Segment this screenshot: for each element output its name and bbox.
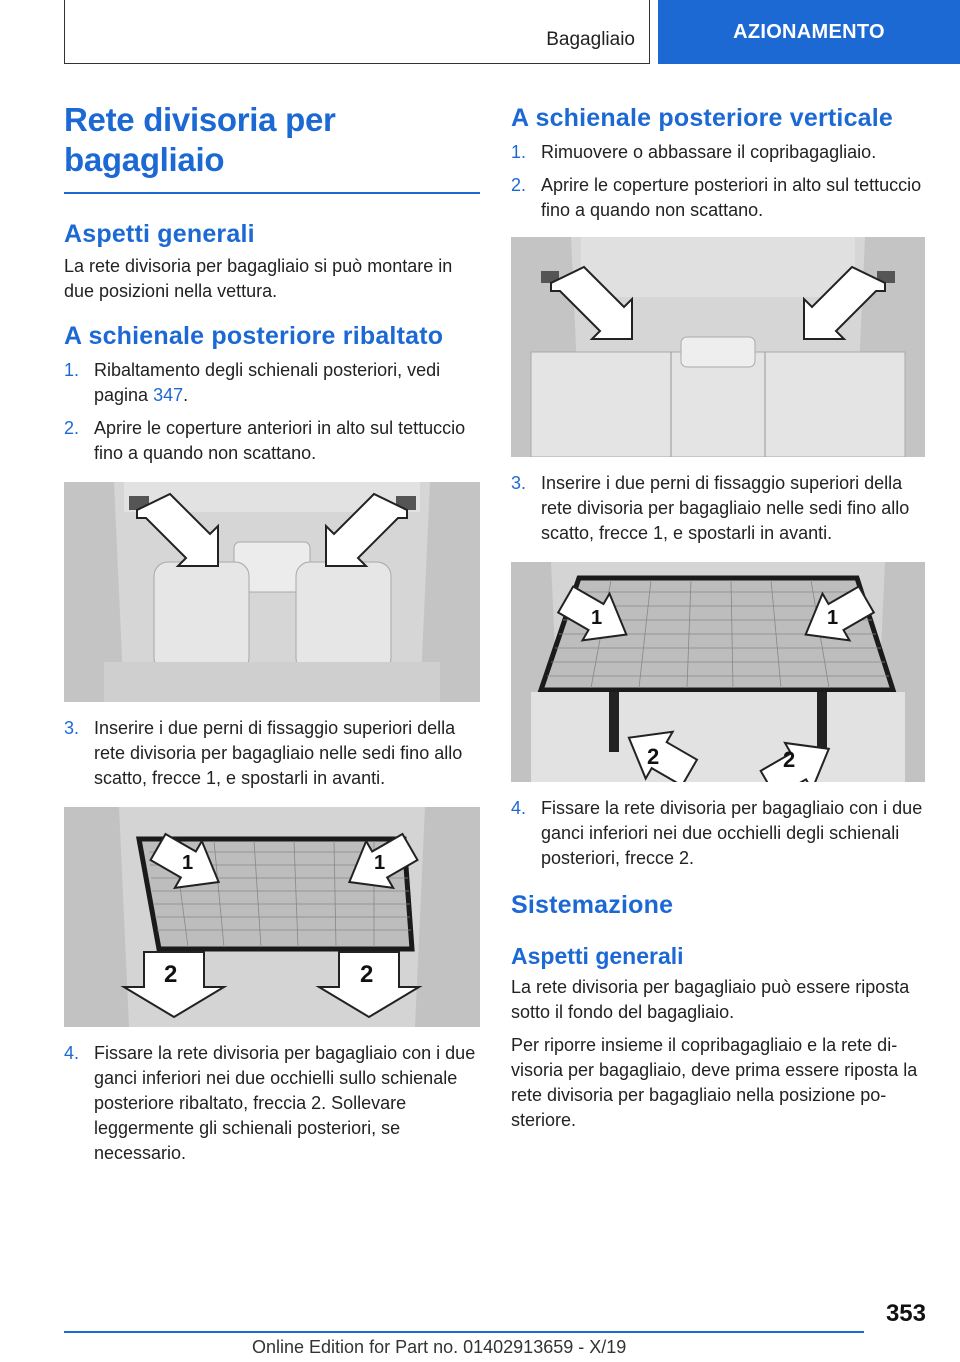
- figure-label-1: 1: [591, 607, 602, 629]
- paragraph-storage-2: Per riporre insieme il copribagagliaio e…: [511, 1035, 918, 1130]
- right-column: A schienale posteriore verticale 1. Rimu…: [511, 100, 925, 1133]
- figure-label-2b: 2: [783, 747, 795, 772]
- heading-storage: Sistemazione: [511, 891, 674, 919]
- figure-label-2: 2: [647, 744, 659, 769]
- list-item: 4. Fissare la rete divisoria per bagagli…: [64, 1041, 480, 1166]
- figure-label-1b: 1: [827, 607, 838, 629]
- heading-general: Aspetti generali: [64, 220, 255, 248]
- page-title: Rete divisoria per bagagliaio: [64, 100, 480, 180]
- footer-divider: [64, 1331, 864, 1333]
- step-text: Aprire le coperture anteriori in alto su…: [94, 418, 466, 463]
- list-item: 2. Aprire le coperture posteriori in alt…: [511, 173, 925, 223]
- step-number: 3.: [64, 718, 80, 738]
- upright-steps-list-end: 4. Fissare la rete divisoria per bagagli…: [511, 796, 925, 871]
- heading-upright: A schienale posteriore verticale: [511, 104, 894, 132]
- figure-label-1b: 1: [374, 852, 385, 874]
- paragraph-storage-1: La rete divisoria per bagagliaio può ess…: [511, 977, 910, 1022]
- heading-storage-general: Aspetti generali: [511, 943, 684, 969]
- step-text: Inserire i due perni di fissaggio superi…: [541, 473, 910, 543]
- header-section-label: Bagagliaio: [546, 29, 635, 50]
- paragraph-general: La rete divisoria per bagagliaio si può …: [64, 256, 453, 301]
- page-title-line1: Rete divisoria per: [64, 101, 336, 138]
- upright-steps-list-cont: 3. Inserire i due perni di fissaggio sup…: [511, 471, 925, 546]
- step-number: 1.: [64, 360, 80, 380]
- folded-steps-list-end: 4. Fissare la rete divisoria per bagagli…: [64, 1041, 480, 1166]
- step-number: 2.: [64, 418, 80, 438]
- step-text: Ribaltamento degli schienali posteriori,…: [94, 360, 441, 405]
- step-number: 4.: [64, 1043, 80, 1063]
- figure-net-folded-install: 1 1 2 2: [64, 807, 480, 1027]
- figure-label-2b: 2: [360, 961, 373, 988]
- list-item: 3. Inserire i due perni di fissaggio sup…: [64, 716, 480, 791]
- page-number: 353: [885, 1300, 926, 1327]
- folded-steps-list-cont: 3. Inserire i due perni di fissaggio sup…: [64, 716, 480, 791]
- step-text-end: .: [183, 385, 189, 405]
- page-link[interactable]: 347: [153, 385, 184, 405]
- header-chapter-tab: AZIONAMENTO: [658, 0, 960, 64]
- figure-label-2: 2: [164, 961, 177, 988]
- figure-label-1: 1: [182, 852, 193, 874]
- step-text: Rimuovere o abbassare il copribagagliaio…: [541, 142, 877, 162]
- title-divider: [64, 192, 480, 194]
- figure-rear-covers-upright: [511, 237, 925, 457]
- list-item: 3. Inserire i due perni di fissaggio sup…: [511, 471, 925, 546]
- step-text: Aprire le coperture posteriori in alto s…: [541, 175, 922, 220]
- footer-edition: Online Edition for Part no. 01402913659 …: [252, 1337, 627, 1357]
- upright-steps-list: 1. Rimuovere o abbassare il copribagagli…: [511, 140, 925, 223]
- left-column: Rete divisoria per bagagliaio Aspetti ge…: [64, 100, 480, 1174]
- folded-steps-list: 1. Ribaltamento degli schienali posterio…: [64, 358, 480, 466]
- step-number: 3.: [511, 473, 527, 493]
- step-number: 1.: [511, 142, 527, 162]
- figure-net-upright-install: 1 1 2 2: [511, 562, 925, 782]
- step-text: Inserire i due perni di fissaggio superi…: [94, 718, 463, 788]
- list-item: 1. Ribaltamento degli schienali posterio…: [64, 358, 480, 408]
- list-item: 2. Aprire le coperture anteriori in alto…: [64, 416, 480, 466]
- step-text: Fissare la rete divisoria per bagagliaio…: [541, 798, 923, 868]
- step-number: 2.: [511, 175, 527, 195]
- figure-rear-covers-open: [64, 482, 480, 702]
- list-item: 1. Rimuovere o abbassare il copribagagli…: [511, 140, 925, 165]
- page-title-line2: bagagliaio: [64, 141, 225, 178]
- step-number: 4.: [511, 798, 527, 818]
- step-text: Fissare la rete divisoria per bagagliaio…: [94, 1043, 476, 1163]
- header-section-box: Bagagliaio: [64, 0, 650, 64]
- list-item: 4. Fissare la rete divisoria per bagagli…: [511, 796, 925, 871]
- heading-folded: A schienale posteriore ribaltato: [64, 322, 444, 350]
